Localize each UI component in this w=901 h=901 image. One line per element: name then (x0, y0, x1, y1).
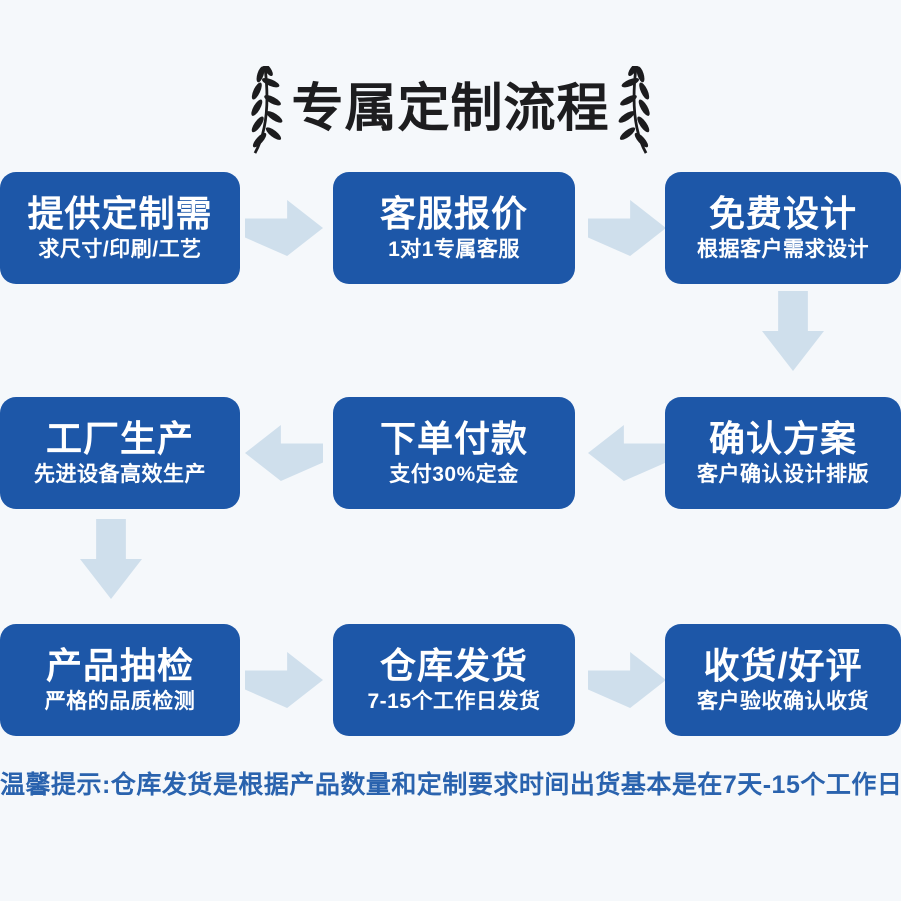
arrow-right-icon (245, 652, 323, 708)
step-subtitle: 7-15个工作日发货 (367, 690, 541, 713)
step-title: 仓库发货 (379, 645, 528, 686)
step-title: 免费设计 (708, 193, 857, 234)
step-title: 工厂生产 (45, 418, 194, 459)
step-box-warehouse-shipping: 仓库发货 7-15个工作日发货 (333, 624, 575, 736)
step-subtitle: 先进设备高效生产 (34, 463, 206, 486)
step-subtitle: 客户验收确认收货 (697, 690, 869, 713)
title-banner: 专属定制流程 (0, 63, 901, 154)
laurel-left-icon (247, 63, 287, 154)
note-text: 温馨提示:仓库发货是根据产品数量和定制要求时间出货基本是在7天-15个工作日 (0, 771, 901, 799)
step-subtitle: 求尺寸/印刷/工艺 (38, 238, 202, 261)
laurel-right-icon (614, 63, 654, 154)
arrow-right-icon (588, 200, 666, 256)
step-subtitle: 根据客户需求设计 (697, 238, 869, 261)
arrow-right-icon (245, 200, 323, 256)
step-subtitle: 1对1专属客服 (388, 238, 520, 261)
step-title: 收货/好评 (703, 645, 863, 686)
step-title: 下单付款 (379, 418, 528, 459)
page-title: 专属定制流程 (291, 80, 610, 139)
step-title: 产品抽检 (45, 645, 194, 686)
arrow-down-icon (80, 519, 142, 599)
step-box-service-quote: 客服报价 1对1专属客服 (333, 172, 575, 284)
step-subtitle: 支付30%定金 (389, 463, 519, 486)
step-title: 提供定制需 (27, 193, 213, 234)
arrow-left-icon (245, 425, 323, 481)
step-title: 客服报价 (379, 193, 528, 234)
step-box-provide-requirements: 提供定制需 求尺寸/印刷/工艺 (0, 172, 240, 284)
step-box-confirm-plan: 确认方案 客户确认设计排版 (665, 397, 901, 509)
step-title: 确认方案 (708, 418, 857, 459)
arrow-left-icon (588, 425, 666, 481)
step-box-free-design: 免费设计 根据客户需求设计 (665, 172, 901, 284)
step-subtitle: 严格的品质检测 (44, 690, 196, 713)
step-subtitle: 客户确认设计排版 (697, 463, 869, 486)
arrow-right-icon (588, 652, 666, 708)
arrow-down-icon (762, 291, 824, 371)
step-box-receive-review: 收货/好评 客户验收确认收货 (665, 624, 901, 736)
step-box-product-inspection: 产品抽检 严格的品质检测 (0, 624, 240, 736)
step-box-factory-production: 工厂生产 先进设备高效生产 (0, 397, 240, 509)
step-box-order-payment: 下单付款 支付30%定金 (333, 397, 575, 509)
